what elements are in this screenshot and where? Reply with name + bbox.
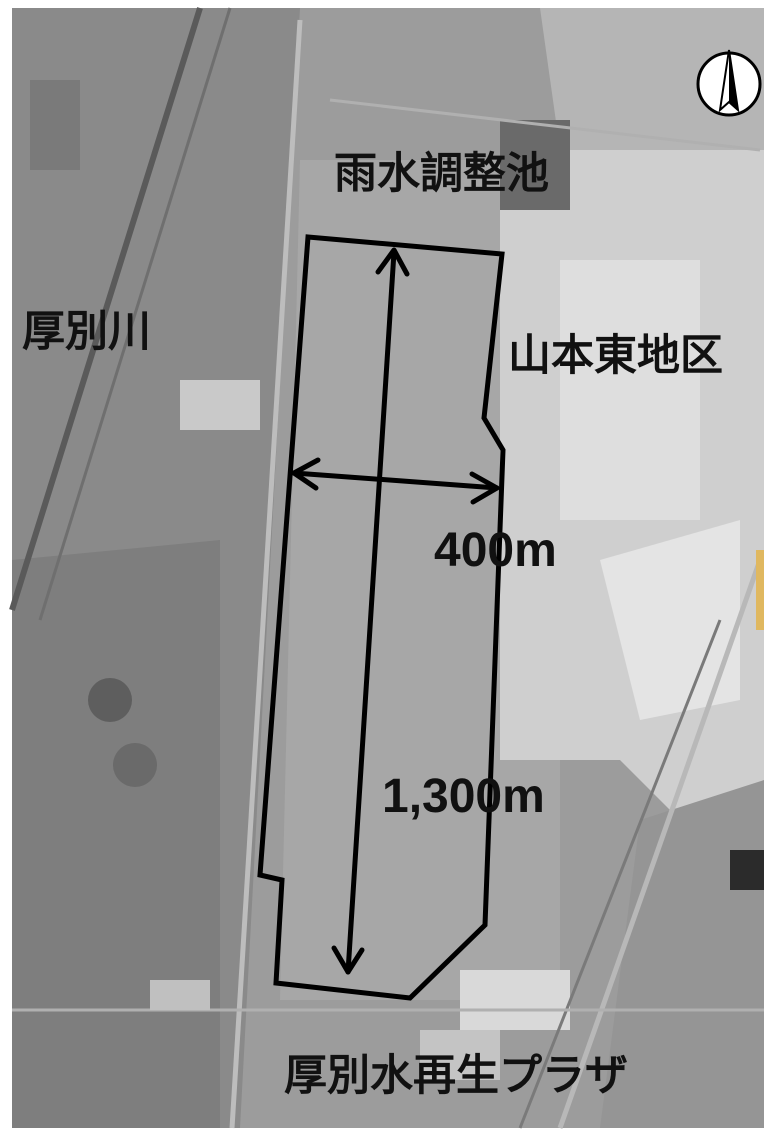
length-arrow — [331, 247, 410, 975]
width-dimension: 400m — [434, 524, 557, 577]
edge-accent-strip — [756, 550, 764, 630]
site-boundary — [257, 234, 506, 1001]
width-arrow — [291, 457, 500, 505]
label-yamamoto-east: 山本東地区 — [508, 331, 723, 381]
label-water-plaza: 厚別水再生プラザ — [284, 1051, 628, 1101]
label-rain-pond: 雨水調整池 — [334, 149, 549, 199]
length-dimension: 1,300m — [382, 770, 545, 823]
label-atsubetsu-river: 厚別川 — [22, 307, 151, 357]
north-arrow-icon — [696, 49, 762, 117]
